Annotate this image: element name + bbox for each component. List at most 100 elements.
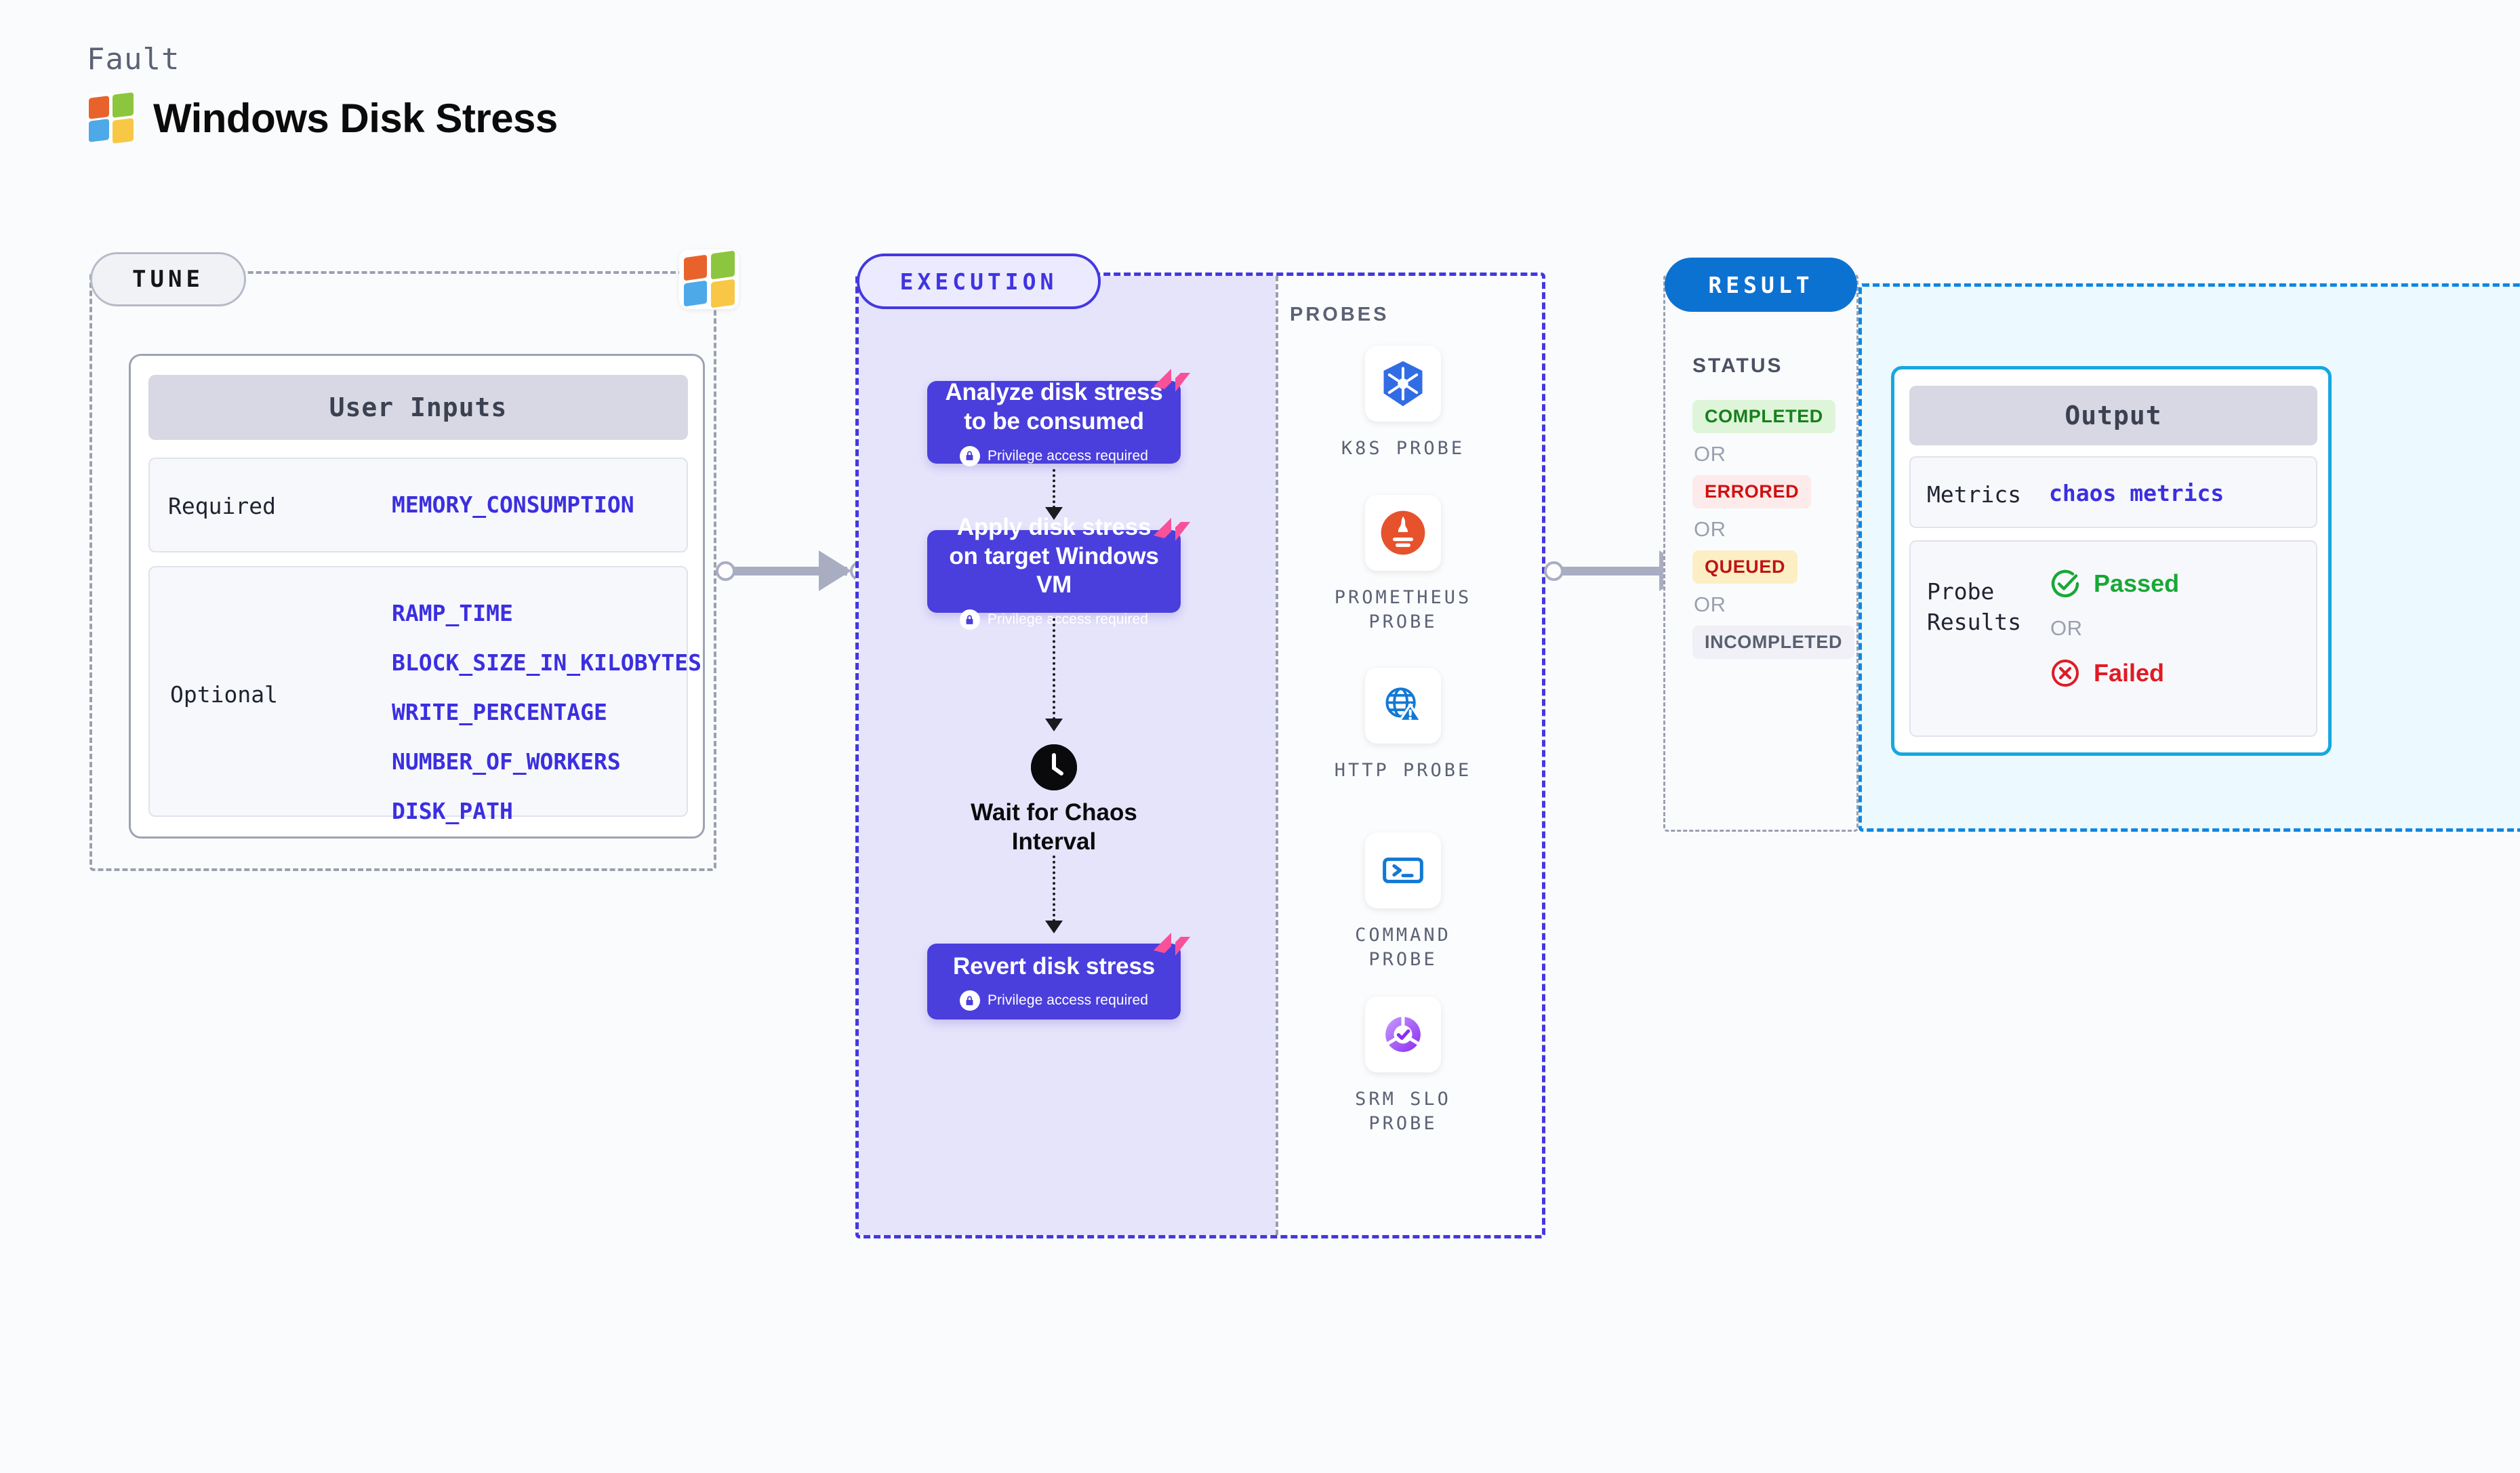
result-pill-label: RESULT bbox=[1708, 271, 1814, 298]
optional-section bbox=[148, 566, 688, 817]
probe-icon-tile bbox=[1365, 832, 1441, 908]
terminal-icon bbox=[1383, 857, 1423, 883]
tune-pill-label: TUNE bbox=[132, 266, 204, 293]
kubernetes-icon bbox=[1383, 361, 1423, 407]
probe-prometheus[interactable]: PROMETHEUS PROBE bbox=[1324, 495, 1482, 635]
status-or-label: OR bbox=[1694, 517, 1726, 541]
probe-http[interactable]: HTTP PROBE bbox=[1324, 668, 1482, 783]
optional-value-ramp-time[interactable]: RAMP_TIME bbox=[392, 600, 513, 626]
tune-pill[interactable]: TUNE bbox=[90, 252, 246, 306]
tune-windows-logo-icon bbox=[679, 249, 739, 309]
slo-donut-check-icon bbox=[1385, 1017, 1421, 1052]
prometheus-icon bbox=[1381, 510, 1425, 555]
status-or-label: OR bbox=[1694, 592, 1726, 616]
privilege-note-row: Privilege access required bbox=[959, 445, 1149, 466]
lock-icon bbox=[959, 990, 980, 1011]
user-inputs-card-title: User Inputs bbox=[148, 375, 688, 440]
execution-step-title: Apply disk stress on target Windows VM bbox=[949, 513, 1159, 599]
connector-start-dot bbox=[1544, 561, 1564, 581]
user-inputs-card: User Inputs Required MEMORY_CONSUMPTION … bbox=[129, 354, 705, 839]
probe-result-passed: Passed bbox=[2049, 567, 2179, 600]
flow-arrowhead-2 bbox=[1045, 719, 1063, 731]
probe-result-failed: Failed bbox=[2049, 657, 2164, 689]
flow-arrowhead-3 bbox=[1045, 921, 1063, 933]
probes-title: PROBES bbox=[1290, 304, 1389, 325]
probe-results-label: Probe Results bbox=[1927, 578, 2022, 635]
status-badge-completed: COMPLETED bbox=[1692, 400, 1835, 433]
required-label: Required bbox=[168, 493, 276, 519]
flow-arrow-1 bbox=[1053, 469, 1055, 508]
optional-value-write-percentage[interactable]: WRITE_PERCENTAGE bbox=[392, 699, 607, 725]
connector-tune-to-execution bbox=[716, 550, 870, 591]
required-value-memory-consumption[interactable]: MEMORY_CONSUMPTION bbox=[392, 491, 634, 518]
probe-k8s[interactable]: K8S PROBE bbox=[1324, 346, 1482, 461]
probe-result-or-label: OR bbox=[2050, 616, 2083, 640]
probe-srm-slo[interactable]: SRM SLO PROBE bbox=[1324, 996, 1482, 1137]
status-or-label: OR bbox=[1694, 442, 1726, 466]
flow-arrow-3 bbox=[1053, 855, 1055, 922]
optional-value-number-of-workers[interactable]: NUMBER_OF_WORKERS bbox=[392, 748, 621, 775]
probe-label: PROMETHEUS PROBE bbox=[1334, 587, 1472, 633]
status-list: COMPLETED OR ERRORED OR QUEUED OR INCOMP… bbox=[1692, 400, 1855, 659]
optional-values-list: RAMP_TIME BLOCK_SIZE_IN_KILOBYTES WRITE_… bbox=[392, 600, 702, 824]
output-card: Output Metrics chaos metrics Probe Resul… bbox=[1891, 366, 2332, 756]
flow-arrowhead-1 bbox=[1045, 507, 1063, 520]
probe-results-list: Passed OR Failed bbox=[2049, 567, 2179, 689]
execution-step-analyze[interactable]: Analyze disk stress to be consumed Privi… bbox=[927, 379, 1181, 466]
execution-step-title: Analyze disk stress to be consumed bbox=[945, 379, 1163, 435]
output-card-title: Output bbox=[1909, 386, 2317, 445]
x-circle-icon bbox=[2052, 660, 2079, 687]
probe-icon-tile bbox=[1365, 996, 1441, 1072]
probe-label: K8S PROBE bbox=[1341, 438, 1465, 459]
status-title: STATUS bbox=[1692, 355, 1783, 377]
clock-icon bbox=[1031, 744, 1077, 790]
globe-warning-icon bbox=[1385, 687, 1423, 723]
optional-value-block-size[interactable]: BLOCK_SIZE_IN_KILOBYTES bbox=[392, 649, 702, 676]
wait-for-chaos-interval-label: Wait for Chaos Interval bbox=[971, 799, 1137, 855]
probe-label: HTTP PROBE bbox=[1334, 760, 1472, 781]
metrics-section bbox=[1909, 456, 2317, 528]
execution-step-revert[interactable]: Revert disk stress Privilege access requ… bbox=[927, 944, 1181, 1020]
status-badge-incompleted: INCOMPLETED bbox=[1692, 626, 1855, 659]
status-badge-queued: QUEUED bbox=[1692, 550, 1798, 584]
probe-result-failed-label: Failed bbox=[2094, 659, 2165, 687]
chaos-n-badge-icon bbox=[1154, 933, 1190, 956]
page-kicker: Fault bbox=[87, 42, 180, 77]
execution-pill[interactable]: EXECUTION bbox=[857, 254, 1101, 309]
probe-command[interactable]: COMMAND PROBE bbox=[1324, 832, 1482, 973]
probe-icon-tile bbox=[1365, 495, 1441, 571]
optional-label: Optional bbox=[170, 681, 278, 708]
optional-value-disk-path[interactable]: DISK_PATH bbox=[392, 798, 513, 824]
status-badge-errored: ERRORED bbox=[1692, 475, 1812, 508]
probe-icon-tile bbox=[1365, 668, 1441, 744]
execution-step-apply[interactable]: Apply disk stress on target Windows VM P… bbox=[927, 514, 1181, 630]
probe-label: SRM SLO PROBE bbox=[1355, 1089, 1451, 1135]
chaos-n-badge-icon bbox=[1154, 518, 1190, 541]
result-pill[interactable]: RESULT bbox=[1665, 258, 1857, 312]
connector-arrowhead bbox=[819, 550, 851, 591]
probe-result-passed-label: Passed bbox=[2094, 569, 2180, 597]
privilege-note-text: Privilege access required bbox=[987, 447, 1149, 464]
page-title-row: Windows Disk Stress bbox=[87, 92, 558, 144]
lock-icon bbox=[959, 445, 980, 466]
metrics-label: Metrics bbox=[1927, 481, 2022, 508]
probe-icon-tile bbox=[1365, 346, 1441, 422]
probe-label: COMMAND PROBE bbox=[1355, 925, 1451, 971]
privilege-note-row: Privilege access required bbox=[959, 609, 1149, 630]
execution-step-title: Revert disk stress bbox=[953, 952, 1155, 980]
probe-results-section bbox=[1909, 540, 2317, 737]
required-section bbox=[148, 458, 688, 552]
page-title: Windows Disk Stress bbox=[153, 95, 558, 141]
windows-logo-icon bbox=[87, 92, 136, 144]
connector-start-dot bbox=[716, 561, 735, 581]
flow-arrow-2 bbox=[1053, 618, 1055, 720]
privilege-note-text: Privilege access required bbox=[987, 992, 1149, 1009]
execution-probes-divider bbox=[1276, 276, 1278, 1235]
execution-pill-label: EXECUTION bbox=[899, 268, 1058, 295]
metrics-value[interactable]: chaos metrics bbox=[2049, 480, 2224, 506]
privilege-note-row: Privilege access required bbox=[959, 990, 1149, 1011]
lock-icon bbox=[959, 609, 980, 630]
privilege-note-text: Privilege access required bbox=[987, 611, 1149, 628]
chaos-n-badge-icon bbox=[1154, 369, 1190, 392]
check-circle-icon bbox=[2051, 569, 2079, 598]
